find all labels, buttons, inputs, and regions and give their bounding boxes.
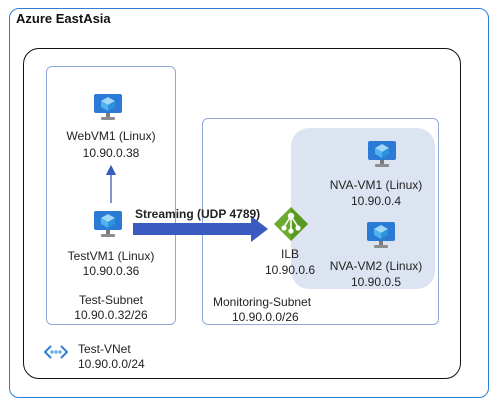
streaming-arrow (133, 216, 268, 242)
ilb-name: ILB (280, 247, 299, 261)
testvm1-ip: 10.90.0.36 (82, 264, 140, 278)
webvm1-vm-icon (94, 94, 122, 120)
vnet-icon (44, 345, 68, 359)
vnet-name: Test-VNet (78, 342, 131, 356)
monitoring-subnet-name: Monitoring-Subnet (213, 295, 312, 309)
webvm1-ip: 10.90.0.38 (82, 146, 140, 160)
nva-vm2-name: NVA-VM2 (Linux) (329, 259, 423, 273)
webvm1-name: WebVM1 (Linux) (66, 129, 156, 143)
test-subnet-frame (46, 66, 176, 325)
nva-vm2-ip: 10.90.0.5 (350, 275, 402, 289)
test-subnet-name: Test-Subnet (78, 293, 144, 307)
test-subnet-cidr: 10.90.0.32/26 (74, 308, 148, 322)
streaming-label: Streaming (UDP 4789) (135, 207, 261, 221)
monitoring-subnet-cidr: 10.90.0.0/26 (232, 310, 299, 324)
nva-vm1-ip: 10.90.0.4 (350, 194, 402, 208)
testvm1-name: TestVM1 (Linux) (67, 249, 155, 263)
testvm1-vm-icon (94, 211, 122, 237)
nva-vm1-name: NVA-VM1 (Linux) (329, 178, 423, 192)
nva-vm2-vm-icon (367, 222, 395, 248)
region-title: Azure EastAsia (16, 11, 111, 26)
ilb-ip: 10.90.0.6 (264, 263, 316, 277)
nva-group (291, 128, 435, 289)
monitoring-subnet-frame (202, 118, 439, 325)
ilb-load-balancer-icon (274, 207, 308, 241)
vnet-cidr: 10.90.0.0/24 (78, 357, 145, 371)
vnet-frame (23, 48, 461, 379)
azure-region-frame (9, 8, 489, 398)
nva-vm1-vm-icon (368, 141, 396, 167)
